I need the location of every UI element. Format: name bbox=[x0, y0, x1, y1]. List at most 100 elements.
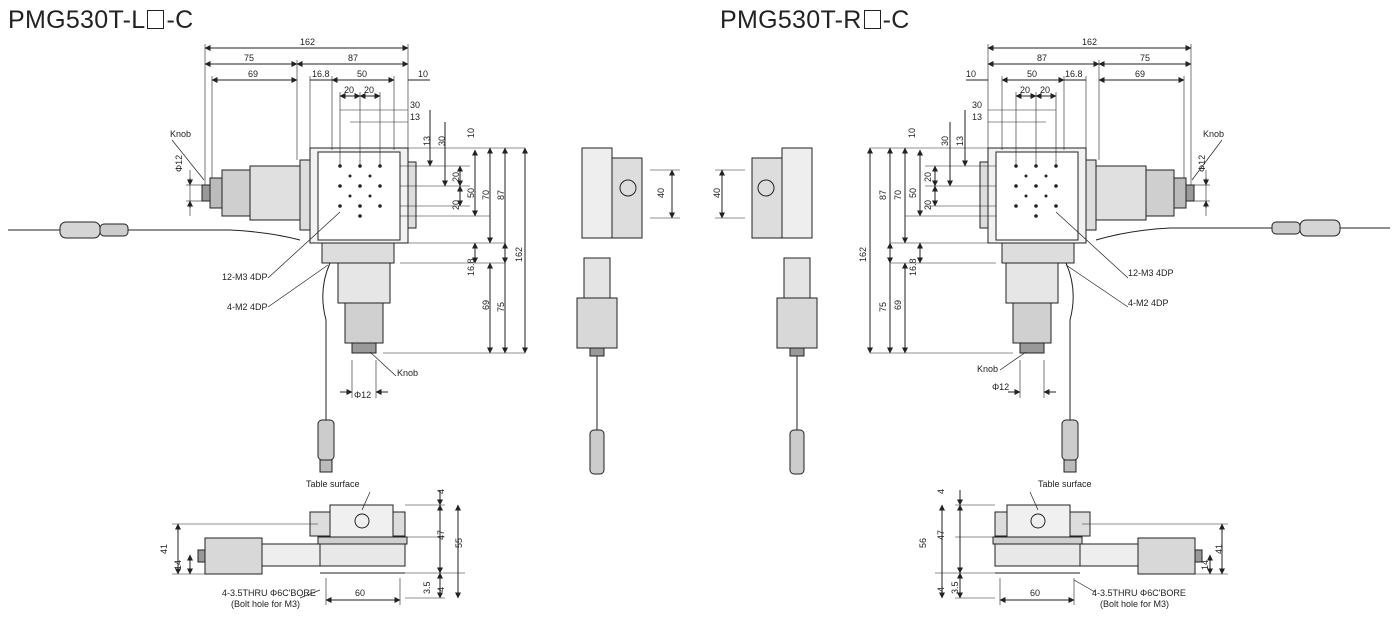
dim-30: 30 bbox=[972, 100, 982, 110]
motor-y bbox=[337, 262, 391, 304]
dim-phi12: Φ12 bbox=[992, 382, 1009, 392]
dim-20: 20 bbox=[1040, 85, 1050, 95]
label-thru: 4-3.5THRU Φ6C'BORE bbox=[222, 588, 316, 598]
dim-30-v: 30 bbox=[437, 136, 447, 146]
label-bolt-hole: (Bolt hole for M3) bbox=[1100, 599, 1169, 609]
dim-75: 75 bbox=[1140, 53, 1150, 63]
dim-47: 47 bbox=[436, 530, 446, 540]
dim-30: 30 bbox=[410, 100, 420, 110]
dim-13-v: 13 bbox=[955, 136, 965, 146]
dim-10-v: 10 bbox=[466, 128, 476, 138]
dim-4: 4 bbox=[936, 489, 946, 494]
dim-162-v: 162 bbox=[514, 247, 524, 262]
dim-30-v: 30 bbox=[940, 136, 950, 146]
dim-70-v: 70 bbox=[893, 190, 903, 200]
dim-16-8: 16.8 bbox=[1065, 69, 1083, 79]
dim-69: 69 bbox=[1135, 69, 1145, 79]
dim-13: 13 bbox=[410, 112, 420, 122]
dim-56: 56 bbox=[918, 538, 928, 548]
dim-20: 20 bbox=[364, 85, 374, 95]
label-knob: Knob bbox=[397, 368, 418, 378]
dim-162: 162 bbox=[300, 37, 315, 47]
dim-4: 4 bbox=[936, 587, 946, 592]
dim-20-v: 20 bbox=[451, 200, 461, 210]
label-knob: Knob bbox=[977, 364, 998, 374]
label-12-m3: 12-M3 4DP bbox=[222, 272, 268, 282]
side-view-right bbox=[715, 147, 818, 475]
right-title-prefix: PMG530T-R bbox=[720, 6, 862, 34]
label-table-surface: Table surface bbox=[1038, 479, 1092, 489]
left-top-view bbox=[8, 44, 528, 473]
motor-x bbox=[249, 165, 301, 221]
option-box-icon bbox=[863, 10, 881, 29]
dim-69-v: 69 bbox=[481, 300, 491, 310]
dim-50-v: 50 bbox=[466, 188, 476, 198]
label-12-m3: 12-M3 4DP bbox=[1128, 268, 1174, 278]
label-thru: 4-3.5THRU Φ6C'BORE bbox=[1092, 588, 1186, 598]
left-top-dimension-labels: 162 75 87 69 16.8 50 10 20 20 30 13 13 3… bbox=[170, 37, 524, 400]
dim-87-v: 87 bbox=[878, 190, 888, 200]
dim-87: 87 bbox=[1037, 53, 1047, 63]
right-front-labels: Table surface 4 47 56 3.5 4 41 14 60 4-3… bbox=[918, 479, 1224, 609]
dim-3-5: 3.5 bbox=[422, 581, 432, 594]
dim-41: 41 bbox=[159, 544, 169, 554]
dim-16-8-v: 16.8 bbox=[908, 258, 918, 276]
label-knob: Knob bbox=[170, 129, 191, 139]
dim-75-v: 75 bbox=[496, 302, 506, 312]
dim-14: 14 bbox=[1200, 560, 1210, 570]
left-model-title: PMG530T-L -C bbox=[8, 6, 193, 35]
dim-4: 4 bbox=[436, 489, 446, 494]
dim-14: 14 bbox=[173, 560, 183, 570]
dim-20-v: 20 bbox=[923, 200, 933, 210]
dim-16-8: 16.8 bbox=[312, 69, 330, 79]
dim-phi12: Φ12 bbox=[354, 390, 371, 400]
left-title-suffix: -C bbox=[166, 6, 194, 34]
dim-50-v: 50 bbox=[908, 188, 918, 198]
dim-phi12-v: Φ12 bbox=[174, 155, 184, 172]
dim-60: 60 bbox=[355, 588, 365, 598]
dim-75-v: 75 bbox=[878, 302, 888, 312]
left-title-prefix: PMG530T-L bbox=[8, 6, 146, 34]
dim-162-v: 162 bbox=[858, 247, 868, 262]
dim-10-v: 10 bbox=[907, 128, 917, 138]
side-view-left bbox=[576, 147, 680, 475]
label-bolt-hole: (Bolt hole for M3) bbox=[231, 599, 300, 609]
right-top-dimension-labels: 162 87 75 69 16.8 50 10 20 20 30 13 13 3… bbox=[858, 37, 1224, 392]
option-box-icon bbox=[147, 10, 165, 29]
dim-10: 10 bbox=[966, 69, 976, 79]
dim-13-v: 13 bbox=[422, 136, 432, 146]
dim-3-5: 3.5 bbox=[950, 581, 960, 594]
dim-41: 41 bbox=[1214, 544, 1224, 554]
dim-69: 69 bbox=[248, 69, 258, 79]
right-title-suffix: -C bbox=[882, 6, 910, 34]
dim-40-v: 40 bbox=[656, 188, 666, 198]
dim-20: 20 bbox=[1020, 85, 1030, 95]
left-front-labels: Table surface 4 47 55 3.5 4 41 14 60 4-3… bbox=[159, 479, 464, 609]
dim-75: 75 bbox=[244, 53, 254, 63]
dim-13: 13 bbox=[972, 112, 982, 122]
dim-20: 20 bbox=[344, 85, 354, 95]
dim-47: 47 bbox=[936, 530, 946, 540]
dim-87: 87 bbox=[348, 53, 358, 63]
dim-40-v: 40 bbox=[712, 188, 722, 198]
dim-60: 60 bbox=[1030, 588, 1040, 598]
dim-162: 162 bbox=[1082, 37, 1097, 47]
dim-16-8-v: 16.8 bbox=[466, 258, 476, 276]
dim-70-v: 70 bbox=[481, 190, 491, 200]
dim-55: 55 bbox=[454, 538, 464, 548]
dim-phi12-v: Φ12 bbox=[1197, 155, 1207, 172]
label-4-m2: 4-M2 4DP bbox=[1128, 298, 1169, 308]
center-side-labels: 40 40 bbox=[656, 188, 722, 198]
label-table-surface: Table surface bbox=[306, 479, 360, 489]
label-4-m2: 4-M2 4DP bbox=[227, 302, 268, 312]
knob-x bbox=[201, 184, 211, 202]
label-knob: Knob bbox=[1203, 129, 1224, 139]
dim-10: 10 bbox=[418, 69, 428, 79]
dim-50: 50 bbox=[1027, 69, 1037, 79]
dim-87-v: 87 bbox=[496, 190, 506, 200]
dim-20-v: 20 bbox=[451, 172, 461, 182]
dim-50: 50 bbox=[357, 69, 367, 79]
dim-4: 4 bbox=[436, 587, 446, 592]
dim-20-v: 20 bbox=[923, 172, 933, 182]
right-front-view bbox=[935, 490, 1228, 605]
